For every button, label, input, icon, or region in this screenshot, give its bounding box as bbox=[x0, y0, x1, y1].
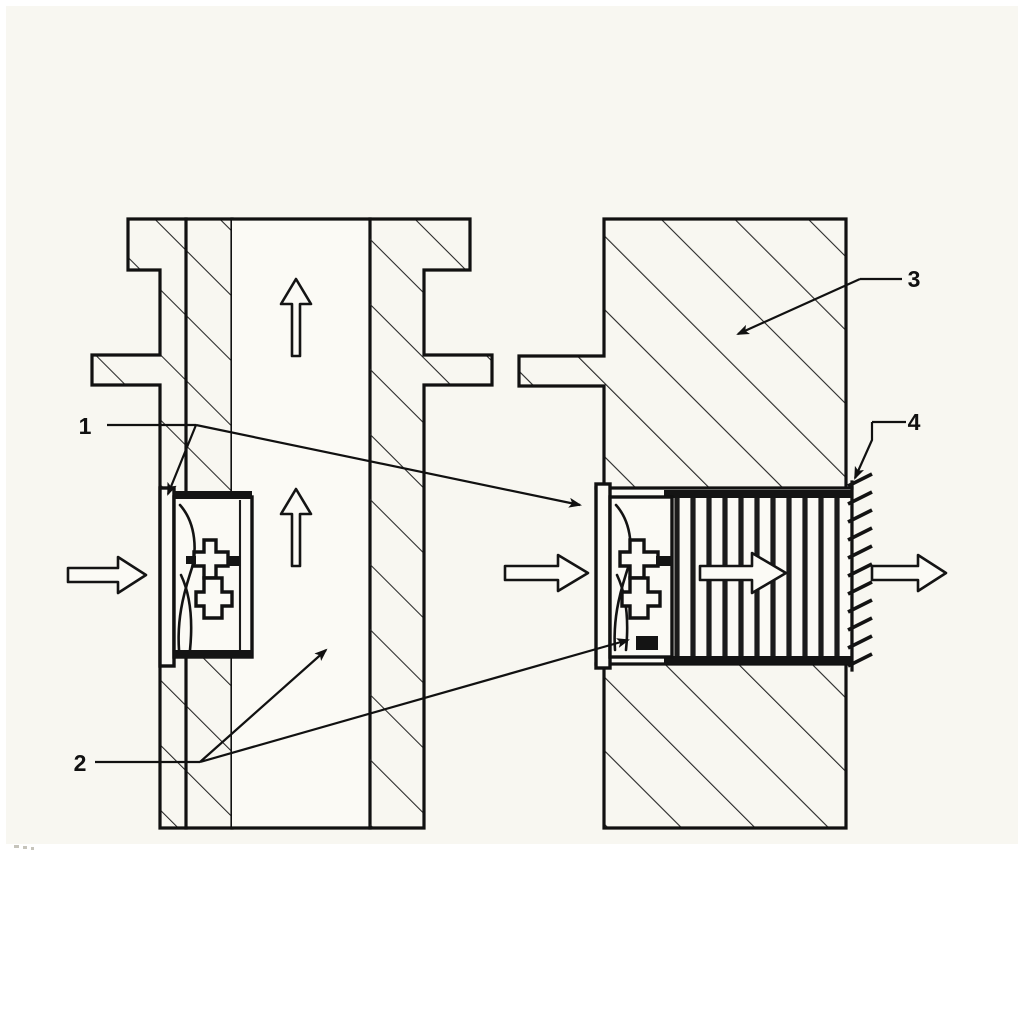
right-outlet-flow bbox=[870, 553, 948, 593]
callout-label-2: 2 bbox=[74, 750, 87, 776]
right-inlet-flow bbox=[503, 553, 590, 593]
left-damper bbox=[158, 486, 254, 668]
right-damper bbox=[594, 482, 674, 670]
callout-2-leader bbox=[95, 638, 630, 764]
callout-4-leader bbox=[853, 420, 906, 480]
left-inlet-flow bbox=[66, 555, 148, 595]
left-shaft-updraft-upper bbox=[279, 277, 313, 358]
left-shaft-updraft-lower bbox=[279, 487, 313, 568]
callout-label-1: 1 bbox=[79, 413, 92, 439]
callout-3-leader bbox=[736, 277, 902, 336]
callout-1-leader bbox=[107, 423, 582, 508]
left-assembly bbox=[66, 217, 494, 830]
callout-label-3: 3 bbox=[908, 266, 921, 292]
right-assembly bbox=[503, 217, 948, 830]
scan-speckles bbox=[14, 845, 34, 850]
left-wall-inner-right bbox=[368, 217, 494, 830]
right-louver-grille bbox=[847, 472, 873, 672]
louver-bars bbox=[847, 472, 873, 668]
right-duct-flow bbox=[698, 551, 788, 595]
callout-label-4: 4 bbox=[908, 409, 921, 435]
